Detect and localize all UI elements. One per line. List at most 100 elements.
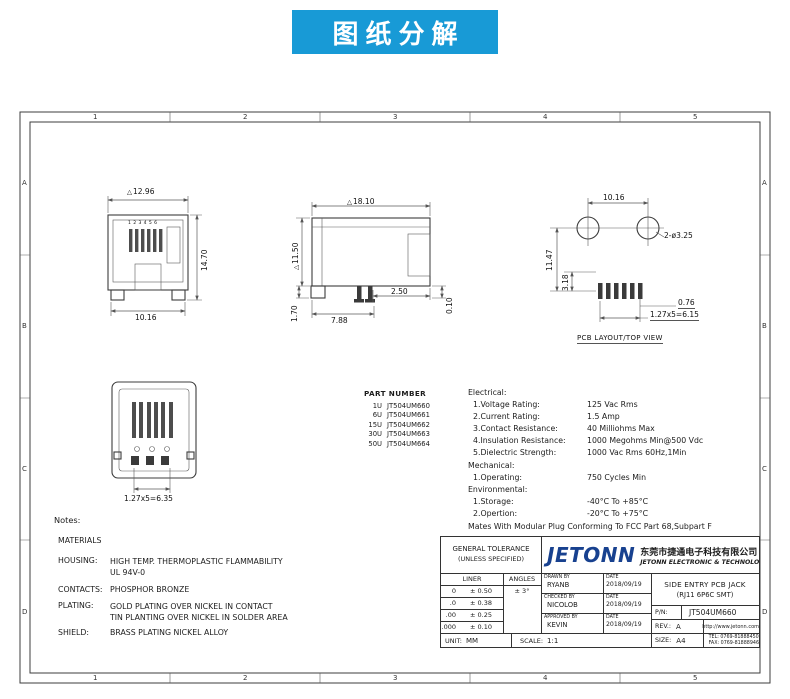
fax: FAX: 0769-81888946 xyxy=(708,640,759,646)
tolerance-row: .0± 0.38 xyxy=(441,597,503,609)
company-names: 东莞市捷通电子科技有限公司 JETONN ELECTRONIC & TECHNO… xyxy=(640,545,759,566)
checked-by-cell: CHECKED BY NICOLOB xyxy=(541,593,603,613)
date-value: 2018/09/19 xyxy=(606,581,642,588)
spec-label: 2.Opertion: xyxy=(473,508,518,518)
spec-value: 1000 Megohms Min@500 Vdc xyxy=(587,436,704,446)
product-title-cell: SIDE ENTRY PCB JACK (RJ11 6P6C SMT) xyxy=(651,573,759,605)
part-number-cell: P/N: JT504UM660 xyxy=(651,606,759,619)
side-depth-dim: 7.88 xyxy=(331,316,348,325)
pcb-pad-row-dim: 3.18 xyxy=(561,274,570,291)
sig-role: CHECKED BY xyxy=(544,595,575,600)
electrical-heading: Electrical: xyxy=(468,388,507,397)
tol-digits: 0 xyxy=(451,587,456,595)
spec-label: 2.Current Rating: xyxy=(473,412,540,422)
zone-label: 3 xyxy=(393,674,398,682)
rev-label: REV.: xyxy=(655,623,671,630)
date-label: DATE xyxy=(606,615,619,620)
sig-role: APPROVED BY xyxy=(544,615,578,620)
angles-tolerance: ± 3° xyxy=(514,587,530,595)
note-label: SHIELD: xyxy=(58,628,90,637)
zone-label: 2 xyxy=(243,674,248,682)
mechanical-heading: Mechanical: xyxy=(468,460,515,470)
zone-label: 1 xyxy=(93,113,98,121)
part-number-title: PART NUMBER xyxy=(364,389,427,398)
spec-label: 1.Storage: xyxy=(473,496,514,506)
angles-header: ANGLES xyxy=(508,575,536,583)
approved-by-cell: APPROVED BY KEVIN xyxy=(541,613,603,633)
zone-label: A xyxy=(22,179,27,187)
spec-label: 5.Dielectric Strength: xyxy=(473,448,557,458)
sig-name: RYANB xyxy=(547,581,570,589)
tol-digits: .00 xyxy=(445,611,456,619)
tol-value: ± 0.38 xyxy=(470,599,492,607)
front-height-dim: 14.70 xyxy=(200,249,209,271)
mates-note: Mates With Modular Plug Conforming To FC… xyxy=(468,522,712,532)
general-tolerance-cell: GENERAL TOLERANCE (UNLESS SPECIFIED) xyxy=(441,537,541,573)
zone-label: B xyxy=(762,322,767,330)
note-value: PHOSPHOR BRONZE xyxy=(110,585,190,594)
pn: JT504UM660 xyxy=(387,402,430,410)
date-value: 2018/09/19 xyxy=(606,621,642,628)
front-width-dim: △12.96 xyxy=(127,187,154,196)
tolerance-row: .000± 0.10 xyxy=(441,621,503,633)
side-foot-dim: 1.70 xyxy=(290,305,299,322)
date-label: DATE xyxy=(606,575,619,580)
dim-text: 18.10 xyxy=(353,197,375,206)
unit-label: UNIT: xyxy=(445,636,462,645)
revision-triangle-icon: △ xyxy=(292,265,300,270)
zone-label: C xyxy=(762,465,767,473)
pcb-pitch-dim: 1.27x5=6.15 xyxy=(650,310,699,321)
materials-heading: MATERIALS xyxy=(58,536,102,545)
spec-value: -40°C To +85°C xyxy=(587,496,649,506)
spec-label: 4.Insulation Resistance: xyxy=(473,436,566,446)
tol-value: ± 0.50 xyxy=(470,587,492,595)
pn: JT504UM661 xyxy=(387,411,430,420)
checked-date-cell: DATE 2018/09/19 xyxy=(603,593,651,613)
environmental-heading: Environmental: xyxy=(468,484,528,494)
spec-row: 3.Contact Resistance:40 Milliohms Max xyxy=(468,423,760,435)
liner-header: LINER xyxy=(462,575,482,583)
scale-cell: SCALE: 1:1 xyxy=(512,634,659,647)
pcb-holes-label: 2-ø3.25 xyxy=(664,231,693,240)
company-name-cn: 东莞市捷通电子科技有限公司 xyxy=(640,547,758,558)
tol-value: ± 0.25 xyxy=(470,611,492,619)
zone-label: D xyxy=(22,608,28,616)
zone-label: 5 xyxy=(693,674,698,682)
banner-title: 图纸分解 xyxy=(332,19,465,50)
bottom-view-linework xyxy=(111,381,197,493)
company-logo-cell: JETONN 东莞市捷通电子科技有限公司 JETONN ELECTRONIC &… xyxy=(541,537,759,573)
size-label: SIZE: xyxy=(655,637,672,644)
size-cell: SIZE:A4 TEL: 0769-81888450 FAX: 0769-818… xyxy=(651,634,759,647)
pcb-hole-span-dim: 10.16 xyxy=(603,193,625,202)
tolerance-row: .00 ± 0.25 xyxy=(441,609,503,621)
spec-row: 2.Current Rating:1.5 Amp xyxy=(468,411,760,423)
pn-value: JT504UM660 xyxy=(689,608,737,617)
tel: TEL: 0769-81888450 xyxy=(708,634,759,640)
note-value: BRASS PLATING NICKEL ALLOY xyxy=(110,628,229,637)
size-left: SIZE:A4 xyxy=(651,637,705,645)
pcb-height-dim: 11.47 xyxy=(545,249,554,271)
revision-triangle-icon: △ xyxy=(127,188,132,196)
unit-cell: UNIT: MM xyxy=(441,634,515,647)
spec-row: 4.Insulation Resistance: 1000 Megohms Min… xyxy=(468,435,760,447)
company-name-en: JETONN ELECTRONIC & TECHNOLOGY xyxy=(640,558,759,566)
qty: 1U xyxy=(372,402,382,410)
spec-label: 1.Voltage Rating: xyxy=(473,400,540,410)
qty: 30U xyxy=(368,430,382,439)
part-number-row: 1U JT504UM660 xyxy=(360,402,472,411)
note-value: HIGH TEMP. THERMOPLASTIC FLAMMABILITY UL… xyxy=(110,557,283,577)
tol-digits: .000 xyxy=(441,623,456,631)
spec-value: -20°C To +75°C xyxy=(587,508,649,518)
rev-cell: REV.:A http://www.jetonn.com xyxy=(651,620,759,633)
qty: 50U xyxy=(368,439,382,448)
pn: JT504UM664 xyxy=(387,439,430,448)
drawn-by-cell: DRAWN BY RYANB xyxy=(541,573,603,593)
revision-triangle-icon: △ xyxy=(347,198,352,206)
spec-row: 1.Voltage Rating:125 Vac Rms xyxy=(468,399,760,411)
side-view-linework xyxy=(296,202,446,318)
jetonn-logo: JETONN xyxy=(547,543,636,567)
contact-lines: TEL: 0769-81888450 FAX: 0769-81888946 xyxy=(705,635,759,646)
rev-left: REV.:A xyxy=(651,623,702,631)
